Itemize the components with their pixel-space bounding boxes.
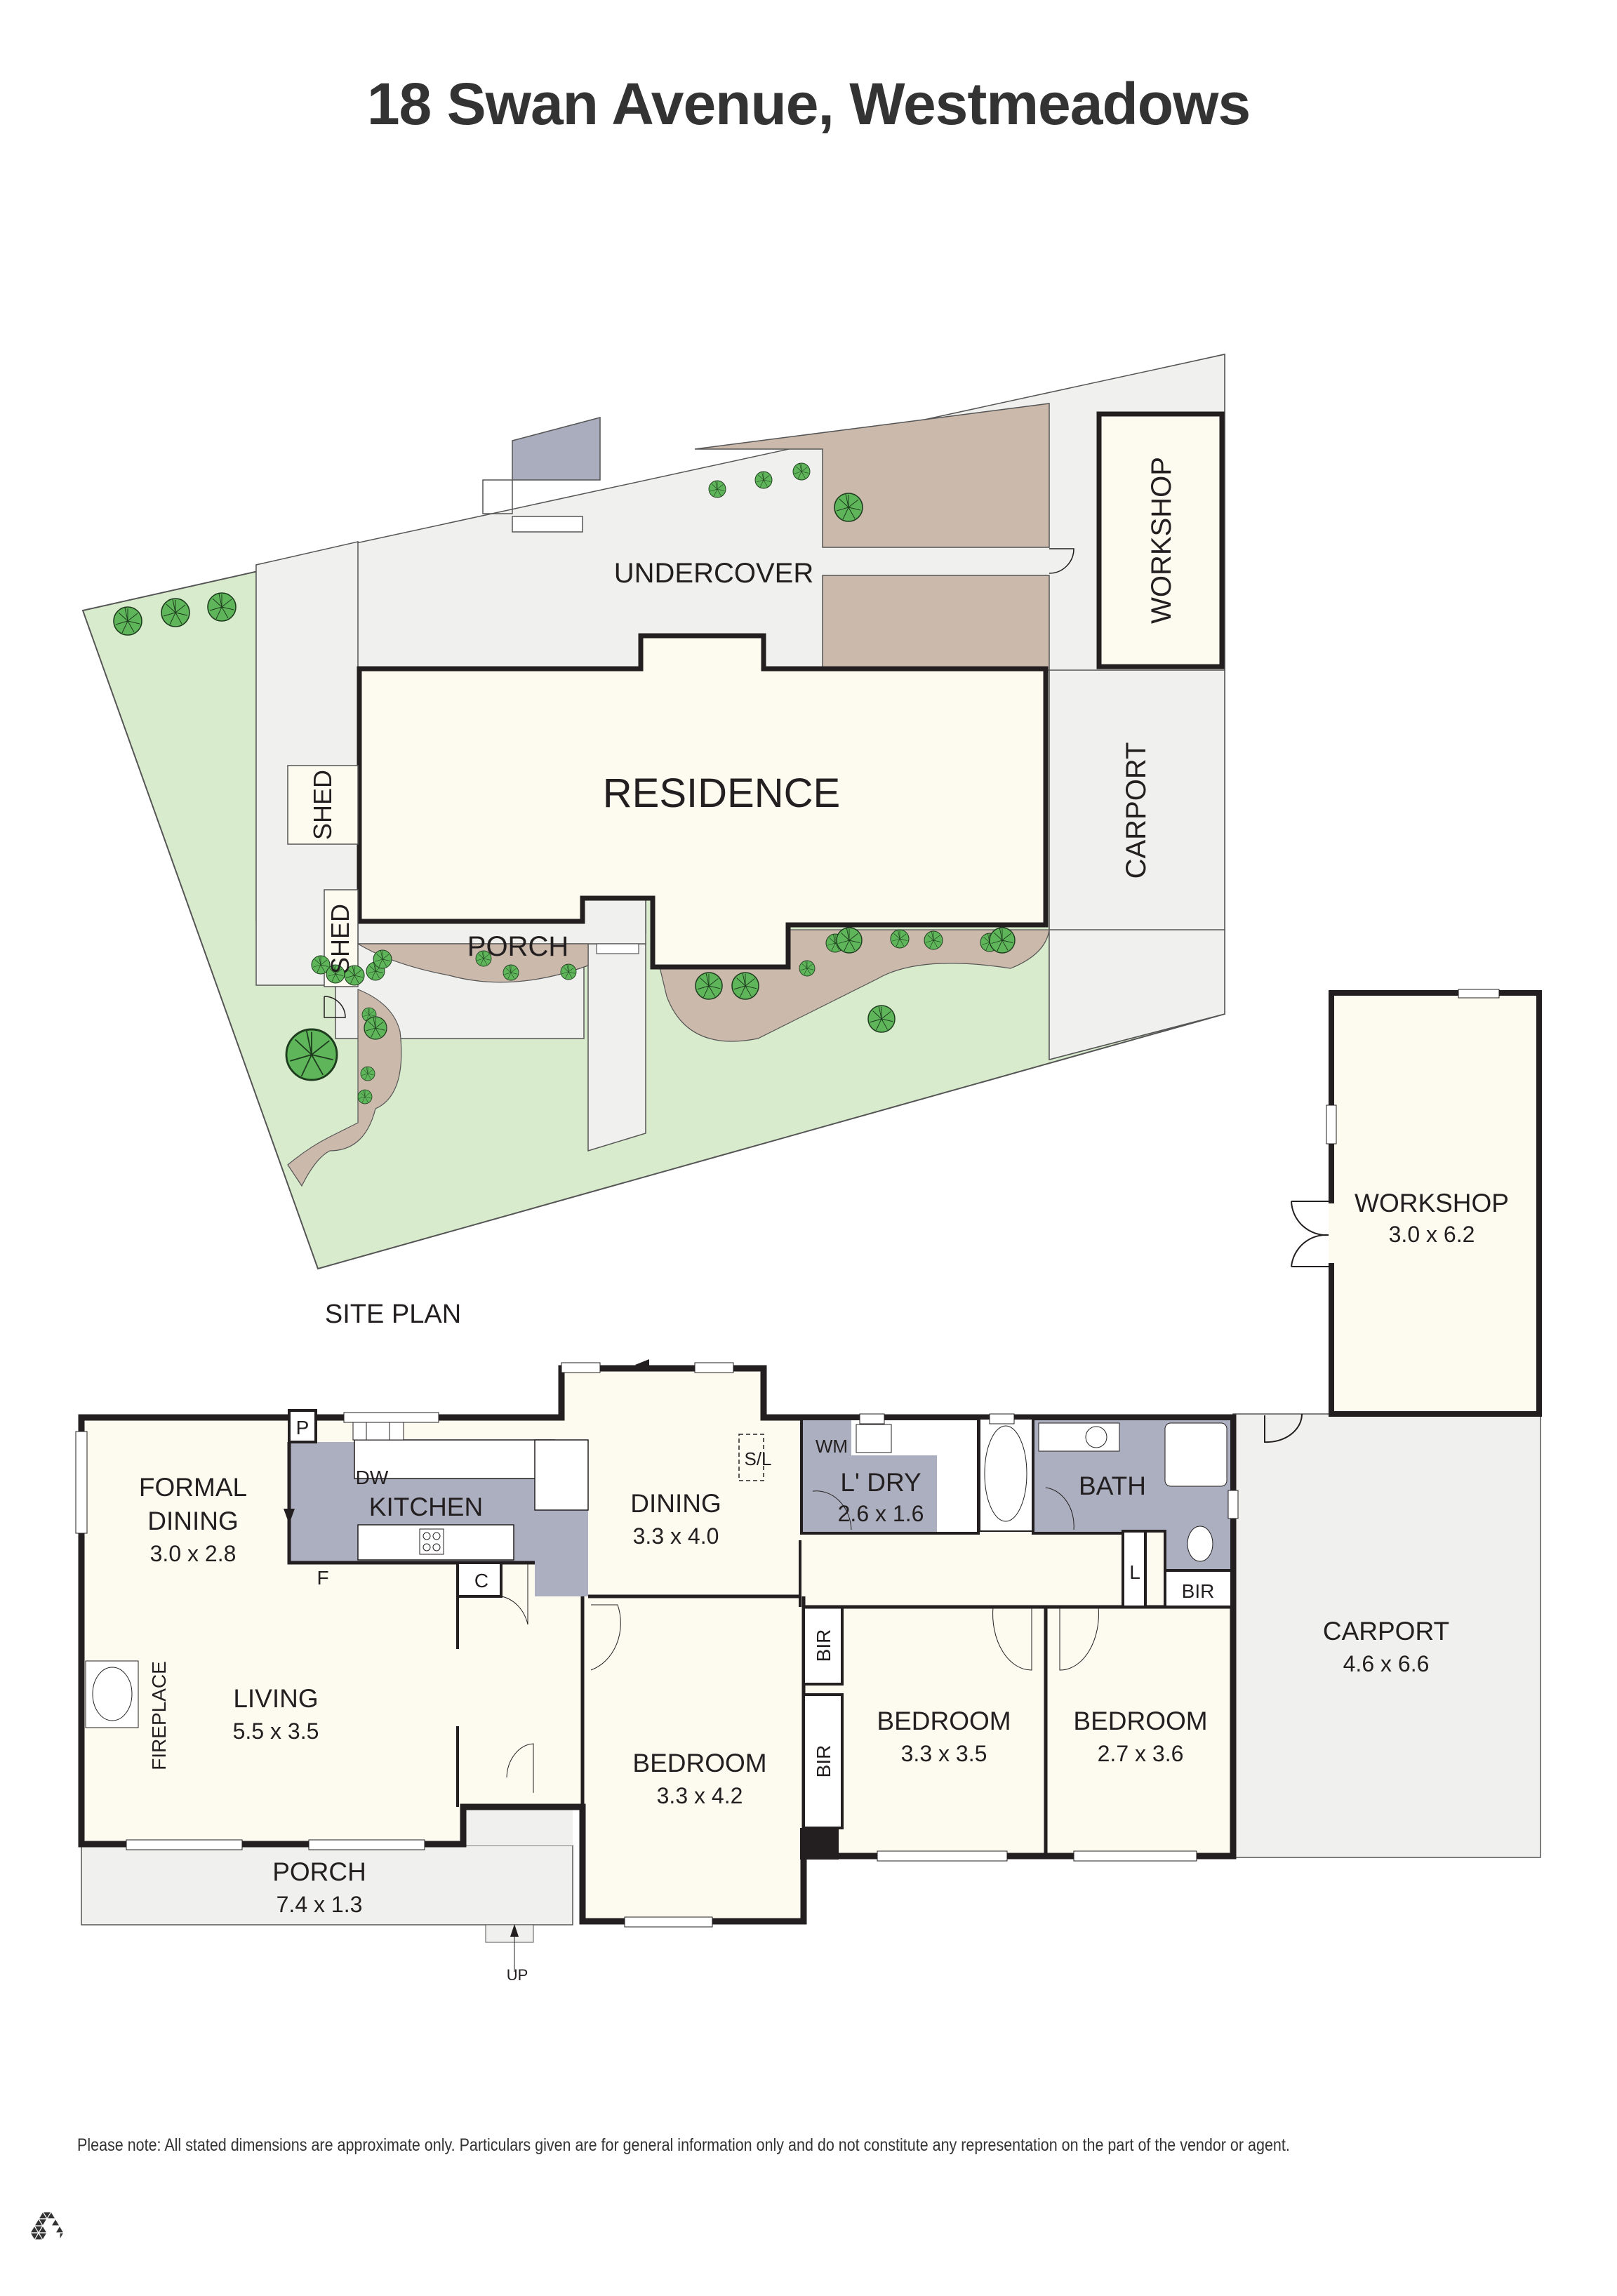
label-living: LIVING [233, 1684, 318, 1713]
label-bath: BATH [1079, 1471, 1146, 1500]
label-carport-dims: 4.6 x 6.6 [1343, 1651, 1430, 1676]
label-dishwasher: DW [356, 1467, 389, 1488]
triangle-logo-icon [29, 2210, 65, 2242]
label-washing-machine: WM [816, 1436, 848, 1457]
bir-closet-3 [1164, 1569, 1233, 1608]
label-bir-3: BIR [1182, 1580, 1215, 1602]
label-bedroom-2: BEDROOM [877, 1707, 1011, 1735]
label-skylight: S/L [744, 1448, 771, 1469]
site-garden-bed-front-right [653, 929, 1050, 1042]
label-linen: L [1129, 1561, 1140, 1583]
site-label-workshop: WORKSHOP [1146, 457, 1177, 624]
label-bedroom-1: BEDROOM [632, 1749, 766, 1777]
site-garden-bed-rear-2 [822, 575, 1050, 671]
cupboard [456, 1561, 503, 1598]
label-formal-dining-2: DINING [147, 1507, 239, 1535]
room-porch [81, 1845, 573, 1925]
label-bir-1: BIR [813, 1629, 834, 1662]
label-bedroom-3: BEDROOM [1073, 1707, 1207, 1735]
site-label-shed-2: SHED [326, 904, 354, 974]
site-label-undercover: UNDERCOVER [614, 558, 813, 589]
pantry [288, 1409, 317, 1443]
label-living-dims: 5.5 x 3.5 [233, 1718, 319, 1744]
label-porch-dims: 7.4 x 1.3 [277, 1892, 363, 1917]
label-workshop: WORKSHOP [1355, 1189, 1509, 1217]
label-formal-dining-dims: 3.0 x 2.8 [150, 1541, 237, 1566]
label-workshop-dims: 3.0 x 6.2 [1389, 1222, 1475, 1247]
floor-plan: FORMAL DINING 3.0 x 2.8 KITCHEN DW P F C… [75, 989, 1542, 1984]
site-blue-area [512, 417, 601, 481]
site-front-path [587, 943, 646, 1152]
linen-cupboard [1122, 1530, 1147, 1608]
site-residence [357, 633, 1049, 970]
label-kitchen: KITCHEN [369, 1493, 483, 1521]
site-label-residence: RESIDENCE [603, 770, 840, 816]
page-title: 18 Swan Avenue, Westmeadows [366, 71, 1251, 137]
site-label-carport: CARPORT [1121, 742, 1152, 879]
room-workshop [1329, 990, 1542, 1417]
site-plan: UNDERCOVER RESIDENCE PORCH WORKSHOP CARP… [81, 353, 1225, 1329]
site-label-shed-1: SHED [308, 770, 337, 840]
label-fireplace: FIREPLACE [148, 1661, 170, 1770]
label-laundry-dims: 2.6 x 1.6 [838, 1501, 924, 1526]
site-garden-bed-rear [694, 403, 1050, 548]
site-shed-1 [287, 765, 359, 845]
label-bedroom-2-dims: 3.3 x 3.5 [901, 1741, 987, 1766]
label-bedroom-3-dims: 2.7 x 3.6 [1098, 1741, 1184, 1766]
room-carport [1232, 1413, 1541, 1858]
site-workshop [1096, 411, 1225, 669]
label-fridge: F [317, 1567, 328, 1589]
fireplace [85, 1660, 139, 1728]
label-laundry: L' DRY [840, 1468, 921, 1497]
label-bedroom-1-dims: 3.3 x 4.2 [657, 1783, 743, 1808]
label-formal-dining: FORMAL [139, 1473, 247, 1502]
disclaimer-text: Please note: All stated dimensions are a… [77, 2135, 1290, 2155]
bir-closet-2 [802, 1693, 844, 1829]
label-entry-up: UP [507, 1966, 528, 1984]
label-carport: CARPORT [1323, 1617, 1449, 1646]
label-dining-dims: 3.3 x 4.0 [633, 1523, 719, 1549]
label-pantry: P [296, 1417, 310, 1439]
site-plan-title: SITE PLAN [325, 1300, 461, 1329]
label-cupboard: C [474, 1570, 488, 1591]
label-porch: PORCH [272, 1857, 366, 1886]
label-bir-2: BIR [813, 1745, 834, 1778]
site-label-porch: PORCH [467, 931, 568, 962]
label-dining: DINING [630, 1489, 721, 1518]
